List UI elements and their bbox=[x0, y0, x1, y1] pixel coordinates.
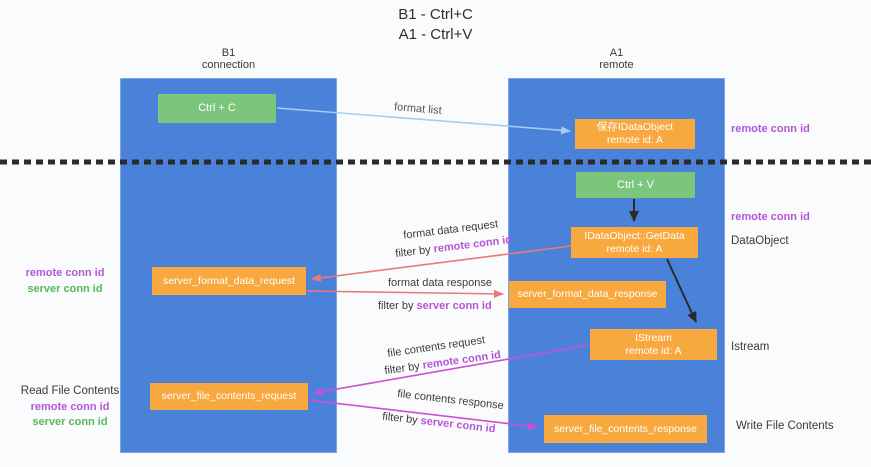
arrow-format-data-response bbox=[306, 289, 504, 298]
annotation-read-file-contents: Read File Contents bbox=[20, 385, 120, 397]
flow-label-filter-server-1: filter by server conn id bbox=[378, 300, 492, 312]
annotation-left-server-conn-id-bottom: server conn id bbox=[32, 416, 108, 428]
diagram-title-line1: B1 - Ctrl+C bbox=[398, 6, 473, 23]
annotation-left-read-file-contents-block: Read File Contents remote conn id server… bbox=[18, 384, 122, 431]
node-server-format-data-response: server_format_data_response bbox=[509, 281, 666, 308]
node-save-idataobject: 保存IDataObject remote id: A bbox=[575, 119, 695, 149]
node-server-file-contents-response: server_file_contents_response bbox=[544, 415, 707, 443]
filter-by-prefix: filter by bbox=[378, 300, 417, 312]
annotation-write-file-contents: Write File Contents bbox=[736, 420, 834, 432]
lane-header-a1-name: A1 bbox=[609, 47, 624, 59]
arrow-format-data-request bbox=[311, 245, 572, 282]
node-save-idataobject-line1: 保存IDataObject bbox=[596, 121, 674, 133]
node-istream-line1: IStream bbox=[635, 331, 672, 344]
annotation-left-remote-conn-id-top: remote conn id bbox=[25, 267, 105, 279]
arrow-file-contents-response bbox=[307, 399, 538, 430]
node-ctrl-v: Ctrl + V bbox=[576, 172, 695, 198]
node-idataobject-getdata: IDataObject::GetData remote id: A bbox=[571, 227, 698, 258]
annotation-remote-conn-id-mid: remote conn id bbox=[731, 211, 810, 223]
flow-label-format-data-response: format data response bbox=[388, 277, 492, 289]
server-conn-id-highlight: server conn id bbox=[416, 300, 492, 312]
node-ctrl-v-label: Ctrl + V bbox=[617, 178, 654, 191]
node-server-format-data-request: server_format_data_request bbox=[152, 267, 306, 295]
node-save-idataobject-line2: remote id: A bbox=[606, 134, 664, 146]
annotation-left-remote-conn-id-bottom: remote conn id bbox=[30, 400, 110, 413]
diagram-title: B1 - Ctrl+C A1 - Ctrl+V bbox=[0, 5, 871, 44]
arrow-file-contents-request bbox=[313, 344, 590, 396]
node-server-format-data-request-label: server_format_data_request bbox=[163, 274, 295, 287]
node-server-file-contents-request-label: server_file_contents_request bbox=[161, 390, 297, 402]
diagram-title-line2: A1 - Ctrl+V bbox=[398, 25, 473, 43]
node-server-file-contents-response-label: server_file_contents_response bbox=[553, 422, 697, 435]
lane-header-b1-role: connection bbox=[201, 58, 256, 71]
annotation-dataobject: DataObject bbox=[731, 235, 789, 247]
node-ctrl-c-label: Ctrl + C bbox=[198, 102, 236, 114]
node-istream: IStream remote id: A bbox=[590, 329, 717, 360]
node-idataobject-getdata-line1: IDataObject::GetData bbox=[584, 229, 685, 242]
node-server-file-contents-request: server_file_contents_request bbox=[150, 383, 308, 410]
lane-header-b1: B1 connection bbox=[120, 47, 337, 71]
annotation-remote-conn-id-top: remote conn id bbox=[731, 123, 810, 135]
arrow-format-list bbox=[276, 107, 571, 135]
annotation-istream: Istream bbox=[731, 341, 770, 353]
node-istream-line2: remote id: A bbox=[625, 344, 682, 357]
annotation-left-server-conn-id-top: server conn id bbox=[27, 282, 103, 295]
node-idataobject-getdata-line2: remote id: A bbox=[606, 242, 663, 255]
arrow-getdata-to-istream bbox=[666, 258, 697, 323]
lane-header-a1-role: remote bbox=[599, 58, 634, 71]
node-ctrl-c: Ctrl + C bbox=[158, 94, 276, 123]
node-server-format-data-response-label: server_format_data_response bbox=[517, 288, 658, 300]
annotation-left-conn-ids-top: remote conn id server conn id bbox=[15, 266, 115, 297]
lane-header-a1: A1 remote bbox=[508, 47, 725, 71]
lane-header-b1-name: B1 bbox=[221, 47, 236, 59]
